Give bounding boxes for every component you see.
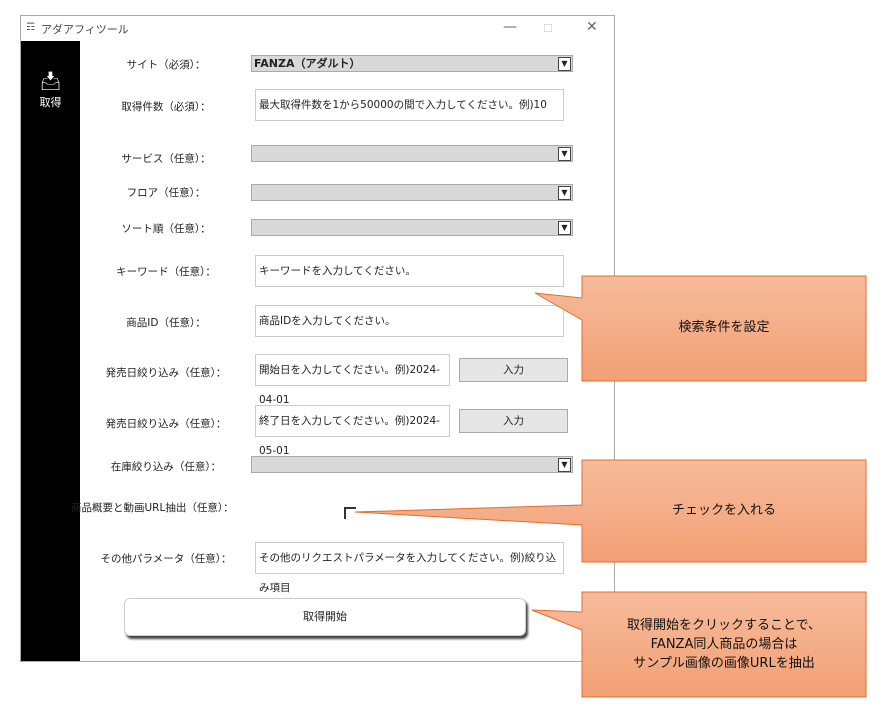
sidebar-item-label: 取得 <box>39 96 62 109</box>
chevron-down-icon[interactable]: ▼ <box>558 458 571 472</box>
sort-label: ソート順（任意）： <box>121 223 211 235</box>
minimize-button[interactable]: — <box>503 19 517 35</box>
callout-text: チェックを入れる <box>671 503 776 518</box>
callout-start <box>531 591 867 698</box>
app-window: ☶ アダアフィツール — ☐ ✕ 📥︎ 取得 サイト（必須）： FANZA（アダ… <box>20 15 615 662</box>
stock-select[interactable]: ▼ <box>251 456 573 473</box>
count-label: 取得件数（必須）： <box>121 101 211 113</box>
keyword-input[interactable]: キーワードを入力してください。 <box>255 255 564 287</box>
date-from-button[interactable]: 入力 <box>459 358 568 382</box>
site-select[interactable]: FANZA（アダルト） ▼ <box>251 55 573 72</box>
sidebar: 📥︎ 取得 <box>21 41 80 661</box>
sort-select[interactable]: ▼ <box>251 219 573 236</box>
title-bar: ☶ アダアフィツール — ☐ ✕ <box>21 16 614 41</box>
floor-select[interactable]: ▼ <box>251 184 573 201</box>
window-title: アダアフィツール <box>41 23 129 36</box>
callout-text-multiline: 取得開始をクリックすることで、 FANZA同人商品の場合は サンプル画像の画像U… <box>582 616 866 673</box>
site-label: サイト（必須）： <box>126 59 206 71</box>
chevron-down-icon[interactable]: ▼ <box>558 147 571 161</box>
service-select[interactable]: ▼ <box>251 145 573 162</box>
download-tray-icon: 📥︎ <box>39 71 62 92</box>
product-id-input[interactable]: 商品IDを入力してください。 <box>255 305 564 337</box>
sidebar-item-fetch[interactable]: 📥︎ 取得 <box>21 71 80 110</box>
chevron-down-icon[interactable]: ▼ <box>558 186 571 200</box>
count-input[interactable]: 最大取得件数を1から50000の間で入力してください。例)10 <box>255 89 564 121</box>
stock-label: 在庫絞り込み（任意）： <box>110 461 222 473</box>
date-to-button[interactable]: 入力 <box>459 409 568 433</box>
other-params-input[interactable]: その他のリクエストパラメータを入力してください。例)絞り込み項目 <box>255 542 564 594</box>
callout-text: 検索条件を設定 <box>678 320 770 335</box>
date-to-label: 発売日絞り込み（任意）： <box>105 418 227 430</box>
callout-line: FANZA同人商品の場合は <box>650 637 798 652</box>
other-params-label: その他パラメータ（任意）： <box>100 553 232 565</box>
date-from-input[interactable]: 開始日を入力してください。例)2024-04-01 <box>255 354 450 406</box>
callout-check <box>354 459 867 563</box>
date-from-label: 発売日絞り込み（任意）： <box>105 367 227 379</box>
start-fetch-button[interactable]: 取得開始 <box>124 598 526 636</box>
callout-line: 取得開始をクリックすることで、 <box>626 618 822 633</box>
keyword-label: キーワード（任意）： <box>116 266 216 278</box>
callout-line: サンプル画像の画像URLを抽出 <box>633 656 815 671</box>
maximize-button[interactable]: ☐ <box>543 22 553 35</box>
date-to-input[interactable]: 終了日を入力してください。例)2024-05-01 <box>255 405 450 457</box>
extract-checkbox[interactable] <box>344 507 356 519</box>
close-button[interactable]: ✕ <box>586 19 598 35</box>
app-icon: ☶ <box>26 22 35 33</box>
site-value: FANZA（アダルト） <box>254 57 361 70</box>
floor-label: フロア（任意）： <box>126 187 206 199</box>
service-label: サービス（任意）： <box>121 153 211 165</box>
callout-search-conditions <box>534 275 867 382</box>
product-id-label: 商品ID（任意）： <box>126 317 206 329</box>
chevron-down-icon[interactable]: ▼ <box>558 57 571 71</box>
chevron-down-icon[interactable]: ▼ <box>558 221 571 235</box>
extract-label: 商品概要と動画URL抽出（任意）： <box>71 502 234 514</box>
